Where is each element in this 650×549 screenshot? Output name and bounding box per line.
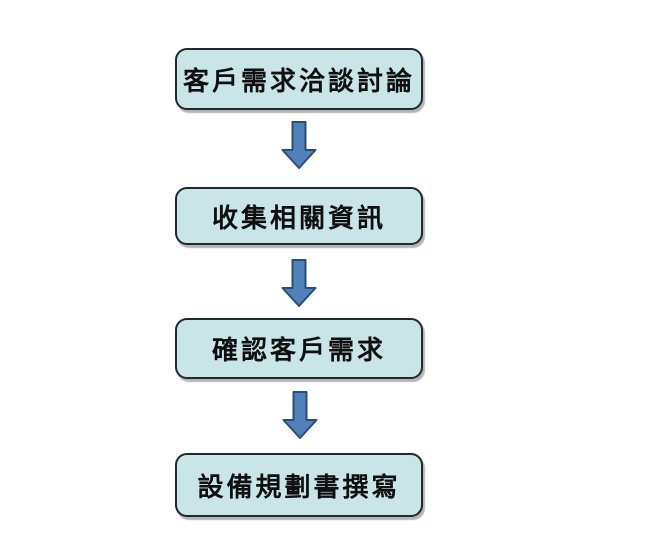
down-arrow-icon (281, 259, 317, 307)
flow-step-customer-needs-discussion: 客戶需求洽談討論 (175, 48, 423, 110)
down-arrow-icon (282, 391, 318, 439)
down-arrow-shape (281, 121, 317, 169)
flow-step-label: 設備規劃書撰寫 (197, 472, 401, 503)
flow-step-collect-information: 收集相關資訊 (175, 187, 423, 245)
down-arrow-shape (282, 391, 318, 439)
flow-step-label: 確認客戶需求 (211, 336, 386, 366)
flow-step-label: 客戶需求洽談討論 (182, 66, 415, 97)
flow-step-equipment-plan-writing: 設備規劃書撰寫 (175, 453, 423, 517)
flow-step-confirm-customer-needs: 確認客戶需求 (175, 318, 423, 379)
flow-step-label: 收集相關資訊 (211, 203, 386, 234)
down-arrow-shape (281, 259, 317, 307)
down-arrow-icon (281, 121, 317, 169)
